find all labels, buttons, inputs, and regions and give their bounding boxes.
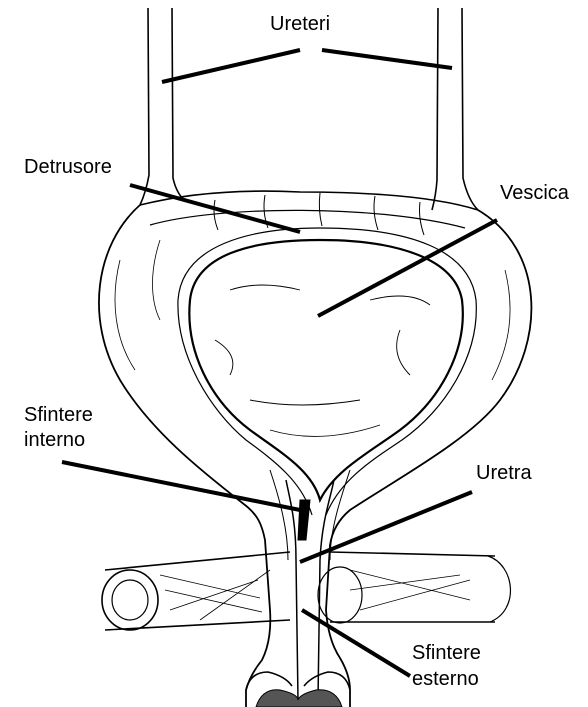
label-urethra: Uretra [476,462,532,484]
detrusor-leader [130,185,300,232]
bladder-leader [318,220,497,316]
bladder-lumen [178,228,476,515]
leader-lines [62,50,497,676]
bladder-outer-wall [99,191,531,707]
pelvic-floor-muscle [102,552,510,630]
label-external-sphincter-line1: Sfintere [412,642,481,664]
label-ureters: Ureteri [270,13,330,35]
label-internal-sphincter-line2: interno [24,429,85,451]
label-internal-sphincter-line1: Sfintere [24,404,93,426]
ureters-leader-left [162,50,300,82]
ureters-drawing [140,8,478,210]
internal-sphincter-leader [62,462,300,510]
ureters-leader-right [322,50,452,68]
urethra-leader [300,492,472,562]
label-bladder: Vescica [500,182,570,204]
label-detrusor: Detrusore [24,156,112,178]
label-external-sphincter-line2: esterno [412,668,479,690]
